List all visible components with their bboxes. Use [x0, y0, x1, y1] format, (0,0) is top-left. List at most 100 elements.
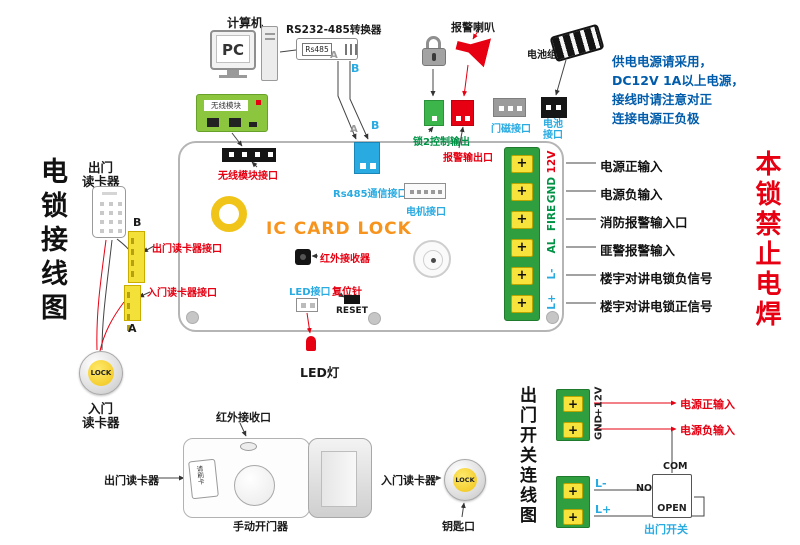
wireless-module-label: 无线模块	[204, 100, 248, 111]
entry-reader-port-label: 入门读卡器接口	[147, 288, 217, 299]
switch-terminal-12v: +	[563, 396, 583, 412]
rs485-connector	[354, 142, 380, 174]
padlock-icon	[420, 36, 448, 68]
terminal-label-l-minus: L-	[546, 268, 558, 280]
entry-reader-label-2: 读卡器	[82, 415, 120, 430]
manual-knob	[234, 465, 275, 506]
switch-power-block: + +	[556, 389, 590, 441]
pc-label: PC	[221, 41, 244, 59]
alarm-output-connector	[451, 100, 474, 126]
board-speaker-icon	[413, 240, 451, 278]
led-port-label: LED接口	[289, 287, 331, 298]
entry-reader-bottom-label: 入门读卡器	[381, 474, 436, 487]
reset-jumper	[344, 295, 360, 304]
notice-line-3: 接线时请注意对正	[612, 92, 713, 107]
exit-switch-label: 出门开关	[644, 523, 688, 536]
key-hole-label: 钥匙口	[442, 520, 475, 533]
mounting-hole	[186, 311, 199, 324]
motor-connector	[404, 183, 446, 199]
switch-diagram-title: 出门开关连线图	[516, 386, 536, 526]
padlock-shackle	[426, 36, 441, 50]
wireless-module-pcb: 无线模块	[196, 94, 268, 132]
computer-label: 计算机	[227, 16, 264, 30]
switch-no-label: NO	[636, 483, 653, 494]
entry-reader-label-1: 入门	[88, 401, 114, 416]
lock-bolt-unit	[308, 438, 372, 518]
alarm-speaker-label: 报警喇叭	[451, 21, 495, 34]
converter-label: RS232-485转换器	[286, 24, 382, 36]
lock2-output-label: 锁2控制输出	[413, 137, 470, 148]
terminal-block: + + + + + +	[504, 147, 540, 321]
terminal-12v: +	[511, 155, 533, 173]
converter-box: Rs485	[296, 38, 358, 60]
alarm-output-label: 报警输出口	[443, 153, 493, 164]
switch-terminal-l-minus: +	[563, 483, 583, 499]
monitor-base	[219, 75, 247, 78]
switch-signal-block: + +	[556, 476, 590, 528]
notice-line-4: 连接电源正负极	[612, 111, 700, 126]
page-title-left: 电锁接线图	[36, 157, 67, 327]
motor-port-label: 电机接口	[406, 207, 446, 218]
battery-pack-label: 电池组	[527, 50, 557, 61]
notice-line-2: DC12V 1A以上电源，	[612, 73, 744, 88]
terminal-desc-al: 匪警报警输入	[600, 243, 676, 258]
connector-b-label: B	[133, 216, 142, 229]
terminal-desc-l-minus: 楼宇对讲电锁负信号	[600, 271, 713, 286]
warning-title-right: 本锁禁止电焊	[751, 150, 781, 330]
power-notice: 供电电源请采用， DC12V 1A以上电源， 接线时请注意对正 连接电源正负极	[612, 52, 744, 128]
terminal-l-minus: +	[511, 267, 533, 285]
door-sensor-label: 门磁接口	[491, 124, 531, 135]
ir-receiver-icon	[295, 249, 311, 265]
terminal-label-al: AL	[546, 238, 558, 254]
led-lamp-label: LED灯	[300, 365, 340, 380]
terminal-desc-gnd: 电源负输入	[600, 187, 663, 202]
terminal-desc-l-plus: 楼宇对讲电锁正信号	[600, 299, 713, 314]
mounting-hole	[546, 311, 559, 324]
exit-reader-port-label: 出门读卡器接口	[152, 244, 222, 255]
rs485-chip: Rs485	[302, 43, 332, 56]
exit-reader-bottom-label: 出门读卡器	[104, 474, 159, 487]
exit-reader-label-2: 读卡器	[82, 174, 120, 189]
lock-unit-body: 请刷卡	[183, 438, 310, 518]
switch-gnd-label: GND	[593, 415, 605, 440]
bus-b-label: B	[351, 62, 360, 75]
lock2-output-connector	[424, 100, 444, 126]
terminal-desc-12v: 电源正输入	[600, 159, 663, 174]
door-sensor-connector	[493, 98, 526, 117]
ir-window-label: 红外接收口	[216, 411, 271, 424]
terminal-desc-fire: 消防报警输入口	[600, 215, 688, 230]
swipe-card-icon: 请刷卡	[188, 458, 219, 500]
monitor-icon: PC	[210, 30, 256, 70]
reset-pin-label: 复位针	[332, 287, 362, 298]
pc-tower-icon	[261, 26, 278, 81]
rs485-port-label: Rs485通信接口	[333, 189, 408, 200]
terminal-label-fire: FIRE	[546, 204, 558, 232]
reset-label: RESET	[336, 306, 368, 316]
led-lamp-icon	[306, 336, 316, 351]
ir-window-icon	[240, 442, 257, 451]
notice-line-1: 供电电源请采用，	[612, 54, 713, 69]
terminal-gnd: +	[511, 183, 533, 201]
exit-switch-box: OPEN	[652, 474, 692, 518]
terminal-label-gnd: GND	[546, 176, 558, 204]
padlock-body	[422, 48, 446, 66]
manual-opener-label: 手动开门器	[233, 520, 288, 533]
switch-power-pos-label: 电源正输入	[680, 398, 735, 411]
buzzer-ring	[211, 196, 247, 232]
key-lock-button: LOCK	[444, 459, 486, 501]
terminal-fire: +	[511, 211, 533, 229]
terminal-al: +	[511, 239, 533, 257]
ir-receiver-label: 红外接收器	[320, 254, 370, 265]
exit-reader-label-1: 出门	[88, 160, 114, 175]
switch-terminal-gnd: +	[563, 422, 583, 438]
entry-lock-button-cap: LOCK	[88, 360, 114, 386]
wireless-port-connector	[222, 148, 276, 162]
key-lock-button-cap: LOCK	[453, 468, 477, 492]
switch-power-neg-label: 电源负输入	[680, 424, 735, 437]
swipe-card-text: 请刷卡	[194, 465, 205, 486]
led-port-connector	[296, 298, 318, 312]
exit-switch-open-label: OPEN	[657, 503, 687, 514]
switch-l-plus-label: L+	[595, 503, 612, 516]
